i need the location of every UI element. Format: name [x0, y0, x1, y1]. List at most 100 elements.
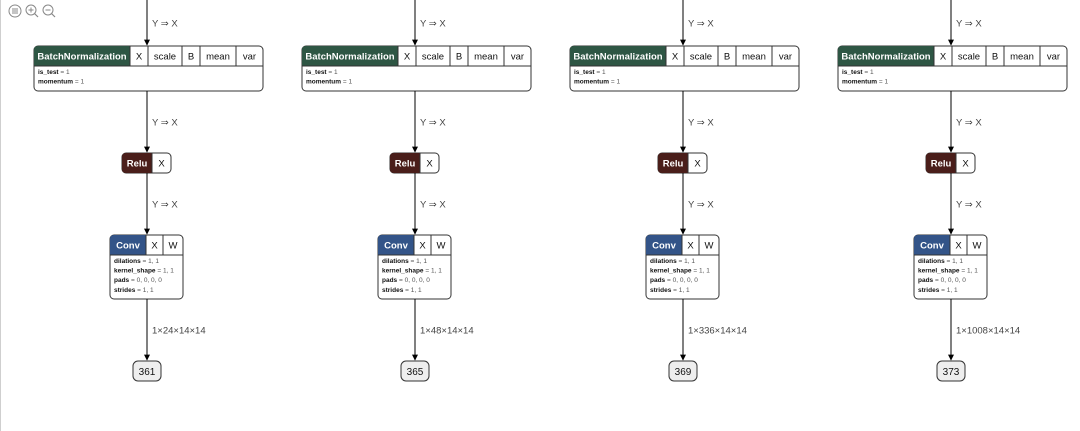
relu-node-input-x: X: [694, 159, 701, 170]
batchnorm-node-input-scale: scale: [154, 52, 176, 63]
graph-toolbar: [8, 4, 56, 18]
batchnorm-node-header: [838, 46, 934, 66]
batchnorm-node-title: BatchNormalization: [305, 52, 394, 63]
conv-node-input-x: X: [955, 241, 962, 252]
batchnorm-node-input-var: var: [779, 52, 792, 63]
edge-batchnorm-to-relu-label: Y ⇒ X: [152, 118, 178, 129]
edge-batchnorm-to-relu-label: Y ⇒ X: [688, 118, 714, 129]
conv-node-attr-kernel-shape: kernel_shape = 1, 1: [650, 268, 710, 275]
relu-node-title: Relu: [395, 159, 416, 170]
conv-node-title: Conv: [384, 241, 408, 252]
conv-node-attr-dilations: dilations = 1, 1: [114, 258, 159, 265]
edge-relu-to-conv-label: Y ⇒ X: [956, 200, 982, 211]
canvas-left-border: [0, 0, 1, 431]
conv-node-title: Conv: [920, 241, 944, 252]
conv-node-attr-strides: strides = 1, 1: [382, 287, 422, 294]
batchnorm-node-title: BatchNormalization: [573, 52, 662, 63]
menu-icon[interactable]: [8, 4, 22, 18]
conv-node-attr-strides: strides = 1, 1: [918, 287, 958, 294]
conv-node-header: [378, 235, 414, 255]
batchnorm-node-input-mean: mean: [474, 52, 498, 63]
relu-node-input-x: X: [426, 159, 433, 170]
output-node-box: [668, 360, 698, 382]
conv-node-attr-pads: pads = 0, 0, 0, 0: [918, 277, 966, 284]
batchnorm-node-input-var: var: [511, 52, 524, 63]
conv-node-header: [110, 235, 146, 255]
batchnorm-node-input-x: X: [940, 52, 947, 63]
batchnorm-node-title: BatchNormalization: [841, 52, 930, 63]
edge-into-batchnorm-label: Y ⇒ X: [152, 19, 178, 30]
conv-node-attr-dilations: dilations = 1, 1: [650, 258, 695, 265]
conv-node-title: Conv: [652, 241, 676, 252]
relu-node-input-x: X: [962, 159, 969, 170]
zoom-out-icon[interactable]: [42, 4, 56, 18]
output-node-box: [936, 360, 966, 382]
conv-node-input-w: W: [705, 241, 714, 252]
conv-node-attr-pads: pads = 0, 0, 0, 0: [114, 277, 162, 284]
conv-node-attr-kernel-shape: kernel_shape = 1, 1: [918, 268, 978, 275]
output-node[interactable]: 373: [936, 360, 966, 382]
batchnorm-node-attr-is-test: is_test = 1: [306, 69, 338, 76]
batchnorm-node-input-b: B: [724, 52, 730, 63]
output-node[interactable]: 369: [668, 360, 698, 382]
relu-node-title: Relu: [663, 159, 684, 170]
output-node-box: [400, 360, 430, 382]
batchnorm-node-input-b: B: [188, 52, 194, 63]
batchnorm-node-attr-momentum: momentum = 1: [38, 79, 84, 86]
edge-relu-to-conv-label: Y ⇒ X: [152, 200, 178, 211]
edge-conv-to-output-label: 1×24×14×14: [152, 326, 206, 337]
output-node-name: 361: [139, 367, 156, 378]
conv-node-input-w: W: [169, 241, 178, 252]
batchnorm-node-header: [302, 46, 398, 66]
relu-node[interactable]: Relu X: [925, 152, 976, 174]
output-node[interactable]: 365: [400, 360, 430, 382]
zoom-in-icon[interactable]: [25, 4, 39, 18]
batchnorm-node-input-var: var: [243, 52, 256, 63]
conv-node-input-x: X: [419, 241, 426, 252]
conv-node-attr-kernel-shape: kernel_shape = 1, 1: [114, 268, 174, 275]
batchnorm-node-input-mean: mean: [1010, 52, 1034, 63]
batchnorm-node-attr-is-test: is_test = 1: [574, 69, 606, 76]
conv-node-attr-pads: pads = 0, 0, 0, 0: [382, 277, 430, 284]
batchnorm-node-input-b: B: [992, 52, 998, 63]
relu-node-input-x: X: [158, 159, 165, 170]
edge-relu-to-conv-label: Y ⇒ X: [420, 200, 446, 211]
batchnorm-node-input-scale: scale: [958, 52, 980, 63]
batchnorm-node-input-x: X: [136, 52, 143, 63]
relu-node[interactable]: Relu X: [389, 152, 440, 174]
edge-relu-to-conv-label: Y ⇒ X: [688, 200, 714, 211]
output-node-name: 373: [943, 367, 960, 378]
relu-node-header: [390, 153, 420, 173]
batchnorm-node-attr-is-test: is_test = 1: [38, 69, 70, 76]
relu-node-title: Relu: [931, 159, 952, 170]
conv-node-title: Conv: [116, 241, 140, 252]
conv-node-input-x: X: [151, 241, 158, 252]
output-node-name: 365: [407, 367, 424, 378]
conv-node-attr-dilations: dilations = 1, 1: [382, 258, 427, 265]
output-node-box: [132, 360, 162, 382]
batchnorm-node-title: BatchNormalization: [37, 52, 126, 63]
output-node[interactable]: 361: [132, 360, 162, 382]
edge-batchnorm-to-relu-label: Y ⇒ X: [420, 118, 446, 129]
batchnorm-node-input-scale: scale: [422, 52, 444, 63]
conv-node-attr-pads: pads = 0, 0, 0, 0: [650, 277, 698, 284]
batchnorm-node-input-x: X: [404, 52, 411, 63]
relu-node-header: [658, 153, 688, 173]
conv-node-attr-strides: strides = 1, 1: [650, 287, 690, 294]
conv-node-input-w: W: [973, 241, 982, 252]
relu-node[interactable]: Relu X: [657, 152, 708, 174]
conv-node-attr-dilations: dilations = 1, 1: [918, 258, 963, 265]
